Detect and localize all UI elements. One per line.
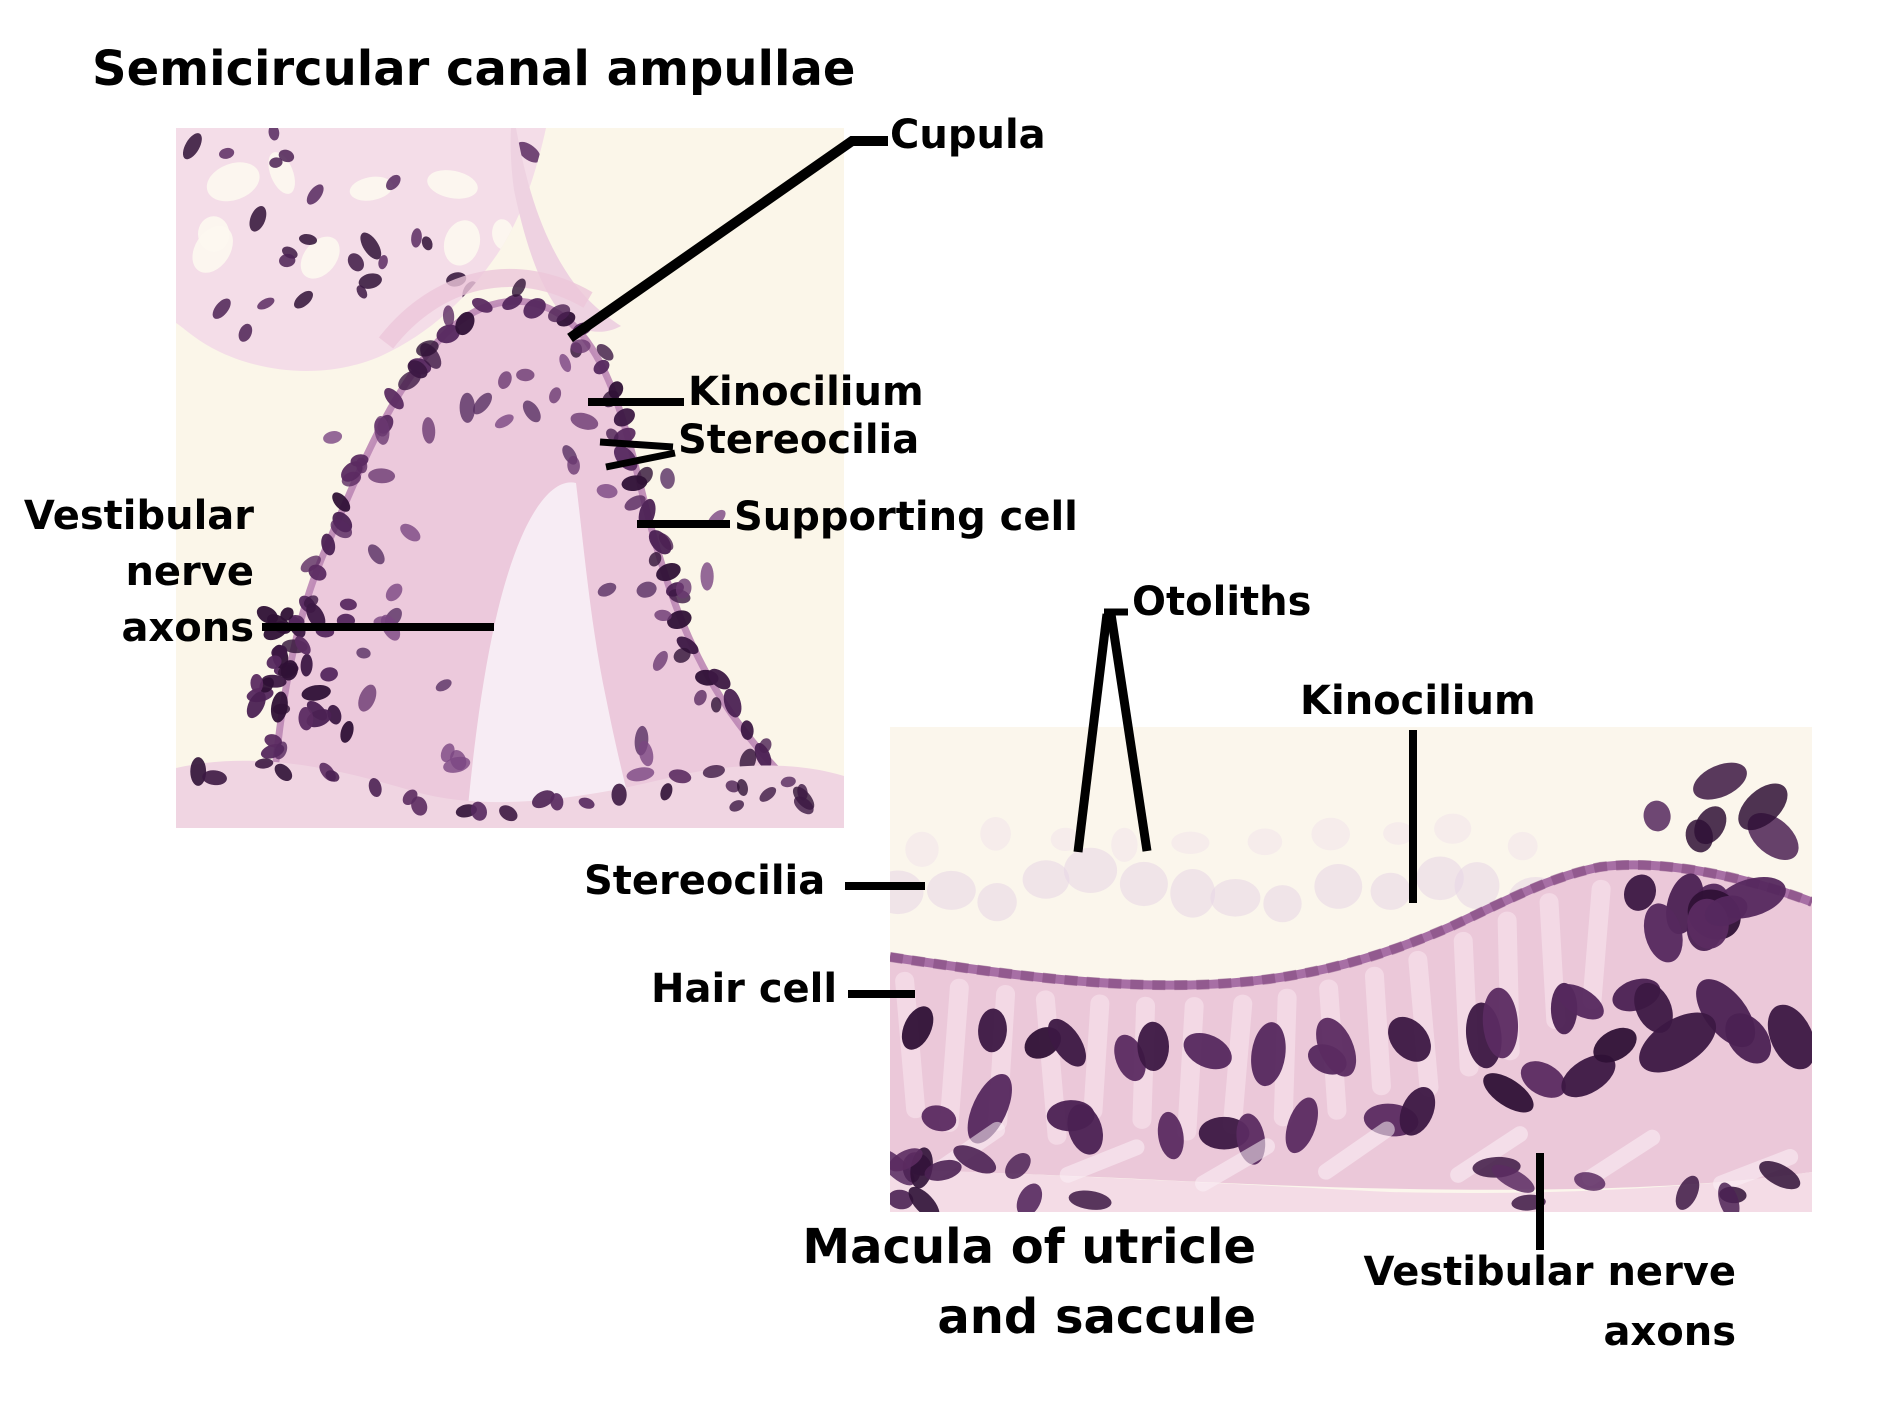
upper-tissue-vacuoles: [192, 152, 515, 279]
label-cupula: Cupula: [890, 112, 1046, 158]
vest-bottom-line2: axons: [1603, 1309, 1736, 1355]
label-vestibular-line3: axons: [121, 605, 254, 651]
vest-bottom-line1: Vestibular nerve: [1363, 1249, 1736, 1295]
label-vestibular-line1: Vestibular: [23, 493, 254, 539]
nerve-axon-core: [466, 482, 636, 828]
label-vestibular-line2: nerve: [125, 549, 254, 595]
hair-cell-nuclei-row1: [901, 982, 1604, 1087]
label-stereocilia-bottom: Stereocilia: [584, 858, 826, 904]
connective-nuclei: [890, 1145, 1801, 1212]
dome-interior-nuclei: [323, 339, 726, 782]
right-nuclei-mass: [1593, 762, 1812, 1073]
label-kinocilium-top: Kinocilium: [688, 369, 924, 415]
label-kinocilium-bottom: Kinocilium: [1300, 678, 1536, 724]
label-supporting-cell: Supporting cell: [734, 494, 1078, 540]
macula-caption: Macula of utricle and saccule: [802, 1212, 1256, 1352]
label-stereocilia-top: Stereocilia: [678, 417, 920, 463]
connective-band: [890, 1169, 1812, 1212]
label-otoliths: Otoliths: [1132, 579, 1312, 625]
label-hair-cell: Hair cell: [651, 966, 838, 1012]
label-vestibular-nerve-axons-bottom: Vestibular nerve axons: [1363, 1242, 1736, 1362]
ampulla-tissue: [176, 128, 844, 828]
ampulla-micrograph: [176, 128, 844, 828]
macula-tissue: [890, 727, 1812, 1212]
macula-caption-line2: and saccule: [937, 1289, 1256, 1345]
corner-nuclei: [702, 764, 815, 815]
macula-caption-line1: Macula of utricle: [802, 1219, 1256, 1275]
cupula-membrane: [378, 269, 593, 349]
macula-micrograph: [890, 727, 1812, 1212]
label-vestibular-nerve-axons-top: Vestibular nerve axons: [14, 488, 254, 656]
stereocilia-fringe: [890, 859, 1812, 991]
sensory-epithelium: [890, 864, 1812, 1190]
bottom-strip-nuclei: [190, 757, 692, 822]
figure-title: Semicircular canal ampullae: [92, 41, 856, 97]
